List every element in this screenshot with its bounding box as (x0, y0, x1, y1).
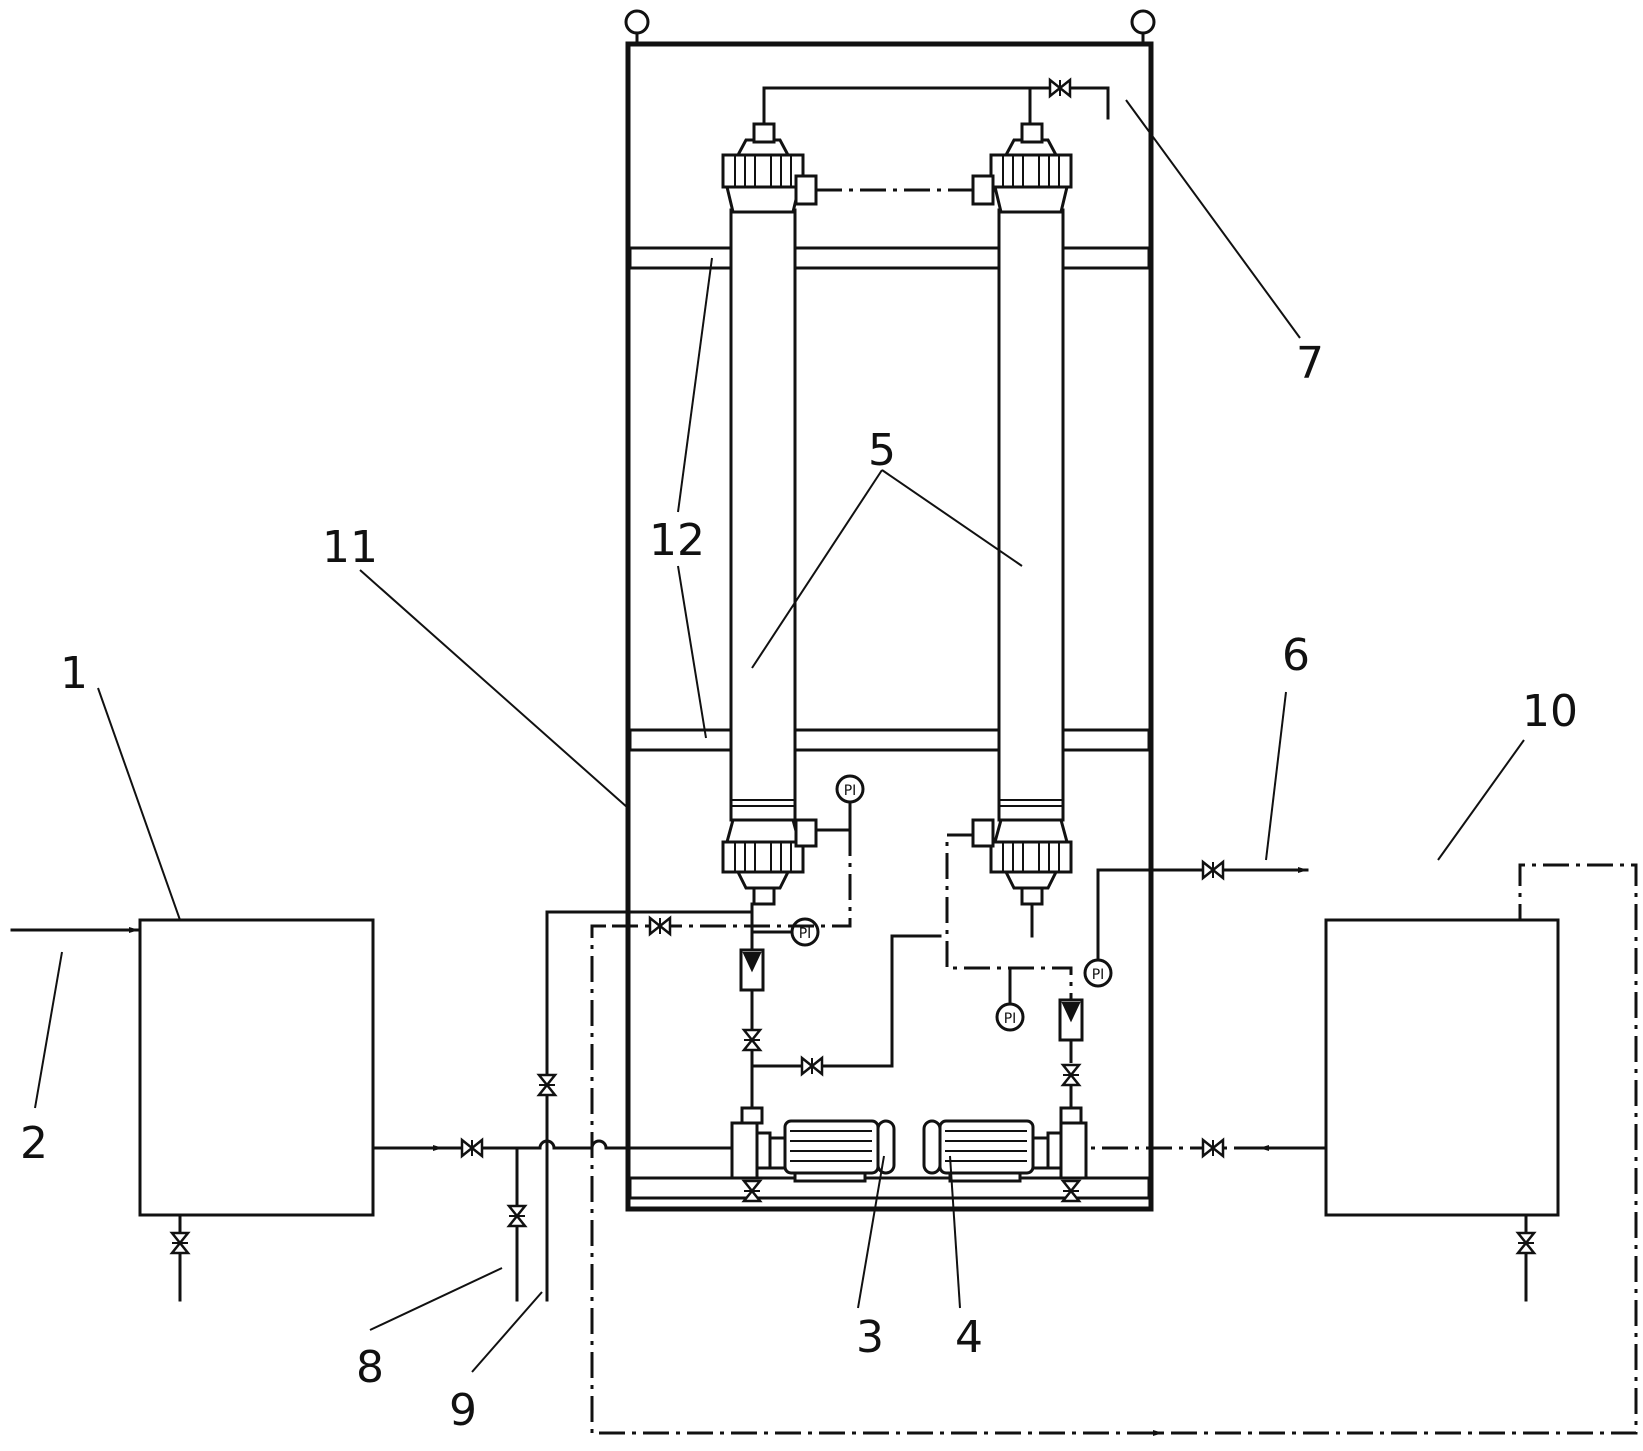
equipment-frame (624, 9, 1156, 1212)
pump-4 (922, 1106, 1088, 1203)
svg-text:PI: PI (1092, 967, 1105, 983)
pump-3 (730, 1106, 896, 1203)
pump3-drain-valve-icon (742, 1179, 762, 1203)
crossover-line (750, 902, 1034, 1076)
clean-water-tank (1324, 918, 1560, 1302)
vent-line (762, 78, 1110, 192)
feed-line (371, 902, 754, 1302)
outlet-valve-icon (1201, 860, 1225, 880)
label-inlet: 2 (20, 1118, 48, 1169)
left-recycle-valve-icon (648, 916, 672, 936)
membrane-module-left (721, 122, 818, 906)
crossover-valve-icon (800, 1056, 824, 1076)
svg-text:PI: PI (844, 783, 857, 799)
left-module-feed: PI PI (606, 774, 865, 1052)
label-tank-clean: 10 (1522, 686, 1578, 737)
return-valve-icon (1201, 1138, 1225, 1158)
drain-9-valve-icon (537, 1073, 557, 1097)
leader-lines (34, 99, 1525, 1373)
svg-text:PI: PI (799, 926, 812, 942)
return-line (1086, 1138, 1328, 1158)
label-membrane: 5 (868, 425, 896, 476)
vent-valve-icon (1048, 78, 1072, 98)
svg-text:PI: PI (1004, 1011, 1017, 1027)
label-tank-raw: 1 (60, 648, 88, 699)
label-outlet: 6 (1282, 630, 1310, 681)
raw-water-tank (10, 918, 375, 1302)
tank1-drain-valve-icon (170, 1231, 190, 1255)
label-support: 12 (649, 515, 705, 566)
label-pump-b: 4 (955, 1312, 983, 1363)
right-module-feed: PI (945, 833, 1084, 1108)
support-bars (628, 246, 1151, 1200)
label-drain-a: 8 (356, 1342, 384, 1393)
label-vent: 7 (1296, 338, 1324, 389)
right-feed-valve-icon (1061, 1063, 1081, 1087)
tank10-drain-valve-icon (1516, 1231, 1536, 1255)
feed-valve-icon (460, 1138, 484, 1158)
label-pump-a: 3 (856, 1312, 884, 1363)
recirculation-loop (590, 863, 1638, 1436)
left-feed-valve-icon (742, 1028, 762, 1052)
product-outlet: PI (1083, 860, 1309, 988)
pump4-drain-valve-icon (1061, 1179, 1081, 1203)
label-drain-b: 9 (449, 1385, 477, 1436)
membrane-module-right (971, 122, 1073, 906)
label-frame: 11 (322, 522, 378, 573)
drain-8-valve-icon (507, 1204, 527, 1228)
